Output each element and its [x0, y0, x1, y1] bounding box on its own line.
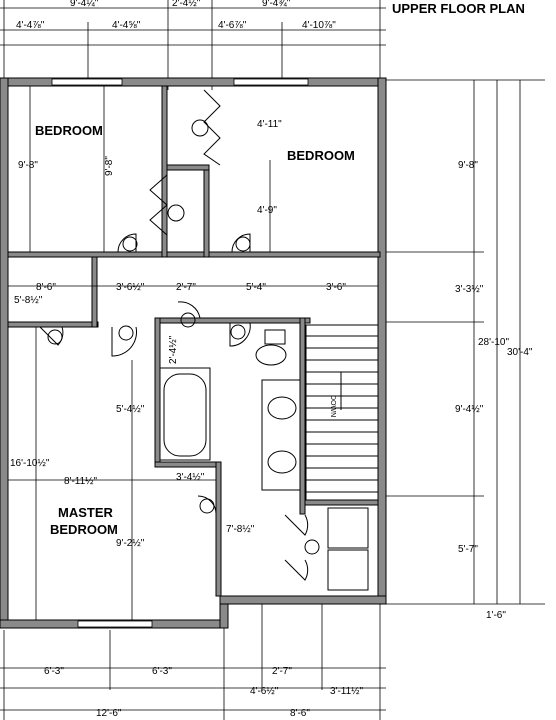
dim-bottom-total-right: 8'-6" [290, 708, 310, 719]
dim-right-overall: 28'-10" [478, 337, 509, 348]
dim-bed-left-h2: 9'-8" [104, 156, 115, 176]
interior-walls [7, 85, 381, 597]
stair-treads [306, 335, 378, 493]
dim-master-h2: 9'-2½" [116, 538, 145, 549]
washer-icon [327, 507, 369, 549]
room-label-master-line2: BEDROOM [50, 522, 118, 537]
vanity-counter [261, 379, 301, 491]
dim-hall-4: 5'-4" [246, 282, 266, 293]
dim-laundry-w: 7'-8½" [226, 524, 255, 535]
dim-top-6: 4'-6⅞" [218, 20, 247, 31]
dim-closet-lower: 4'-9" [257, 205, 277, 216]
dim-hall-1: 8'-6" [36, 282, 56, 293]
toilet-tank-icon [264, 329, 286, 345]
dim-right-hall: 3'-3½" [455, 284, 484, 295]
plan-title: UPPER FLOOR PLAN [392, 1, 525, 16]
bathroom-fixtures [159, 329, 301, 491]
dim-master-w: 8'-11½" [64, 476, 98, 487]
room-label-bedroom-left: BEDROOM [35, 123, 103, 138]
sink-icon [267, 450, 297, 474]
dim-top-2: 2'-4½" [172, 0, 201, 9]
dim-hall-3: 2'-7" [176, 282, 196, 293]
dim-top-3: 9'-4¾" [262, 0, 291, 9]
dim-bottom-1: 6'-3" [44, 666, 64, 677]
dim-right-top: 9'-8" [458, 160, 478, 171]
dim-bed-left-h1: 9'-8" [18, 160, 38, 171]
dim-bottom-4: 4'-6½" [250, 686, 279, 697]
windows [51, 78, 309, 628]
dim-hall-5: 3'-6" [326, 282, 346, 293]
stairs [305, 324, 379, 501]
dim-right-bottom: 1'-6" [486, 610, 506, 621]
room-label-bedroom-right: BEDROOM [287, 148, 355, 163]
room-label-master-line1: MASTER [58, 505, 114, 520]
sink-icon [267, 396, 297, 420]
dim-right-total: 30'-4" [507, 347, 533, 358]
door-tags [47, 119, 320, 555]
dim-bath-w: 2'-4½" [168, 335, 179, 364]
dim-hall-2: 3'-6½" [116, 282, 145, 293]
dim-right-low: 5'-7" [458, 544, 478, 555]
dim-bottom-total-left: 12'-6" [96, 708, 122, 719]
toilet-bowl-icon [255, 344, 287, 366]
dim-bath-h: 5'-4½" [116, 404, 145, 415]
stairs-label: DOWN [329, 395, 336, 417]
dim-bottom-5: 3'-11½" [330, 686, 364, 697]
dim-master-h: 16'-10½" [10, 458, 50, 469]
internal-dimension-lines [8, 86, 378, 620]
dim-top-5: 4'-4⅝" [112, 20, 141, 31]
dim-closet-upper: 4'-11" [257, 119, 282, 130]
dim-top-7: 4'-10⅞" [302, 20, 336, 31]
dim-right-mid: 9'-4½" [455, 404, 484, 415]
closet-bifold-doors [149, 89, 221, 252]
dim-top-4: 4'-4⅞" [16, 20, 45, 31]
dim-bottom-2: 6'-3" [152, 666, 172, 677]
dryer-icon [327, 549, 369, 591]
right-dimension-lines [380, 79, 545, 605]
laundry-appliances [327, 507, 369, 591]
dim-bottom-3: 2'-7" [272, 666, 292, 677]
dim-top-1: 9'-4¼" [70, 0, 99, 9]
doors [39, 233, 309, 581]
dim-bath-bottom: 3'-4½" [176, 472, 205, 483]
bottom-dimension-lines [0, 604, 386, 720]
top-dimension-lines [0, 0, 386, 90]
dim-hall-left: 5'-8½" [14, 295, 43, 306]
